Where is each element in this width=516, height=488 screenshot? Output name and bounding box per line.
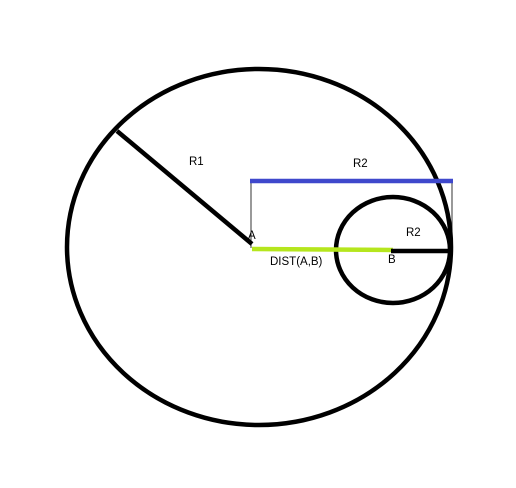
label-point-a: A (248, 230, 256, 242)
dist-ab-line (251, 246, 394, 253)
label-r2-small: R2 (406, 227, 421, 239)
label-point-b: B (388, 254, 396, 266)
label-dist-ab: DIST(A,B) (270, 256, 323, 268)
label-r1: R1 (189, 156, 204, 168)
r1-radius-line (115, 129, 254, 246)
label-r2-top: R2 (353, 158, 368, 170)
